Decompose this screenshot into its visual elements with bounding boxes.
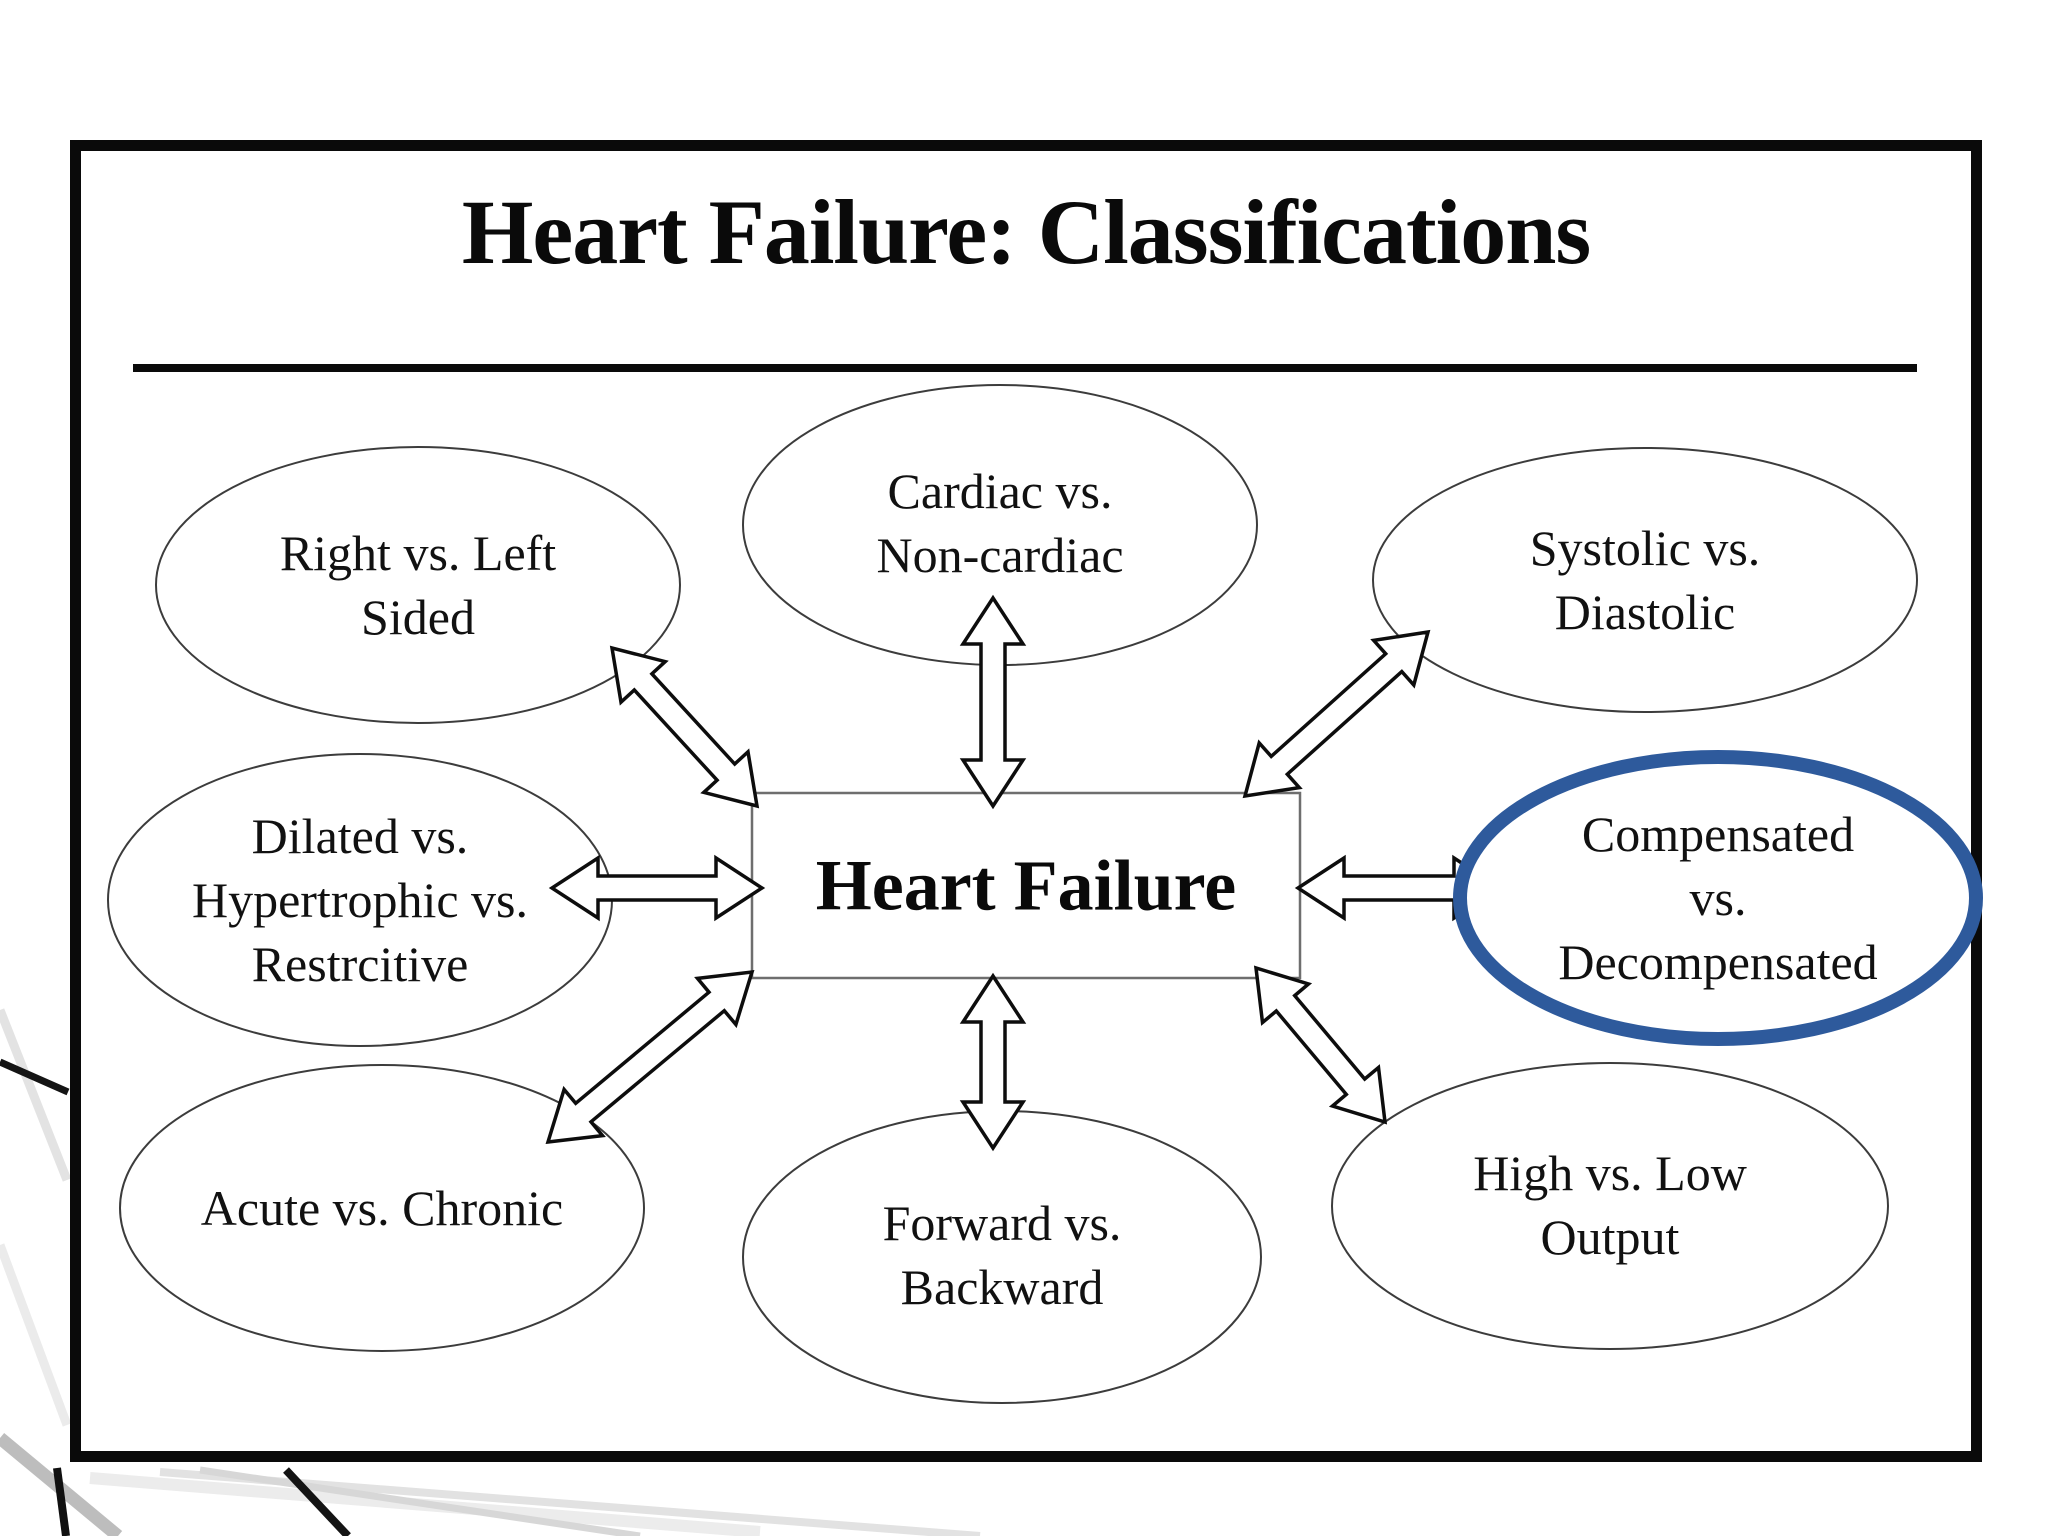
arrow-top-left <box>609 645 760 809</box>
background-dark-lines <box>0 1058 351 1536</box>
arrow-bottom-center <box>959 972 1027 1152</box>
label-right-vs-left-sided: Right vs. Left Sided <box>279 525 557 645</box>
ellipse-high-vs-low-output <box>1331 1062 1889 1350</box>
arrow-middle-left <box>548 854 766 922</box>
label-dilated-hypertrophic-restrictive: Dilated vs. Hypertrophic vs. Restrcitive <box>191 808 529 992</box>
ellipse-acute-vs-chronic <box>119 1064 645 1352</box>
label-compensated-vs-decompensated: Compensated vs. Decompensated <box>1558 806 1878 990</box>
ellipse-systolic-vs-diastolic <box>1372 447 1918 713</box>
slide-title: Heart Failure: Classifications <box>461 181 1591 283</box>
label-cardiac-vs-non-cardiac: Cardiac vs. Non-cardiac <box>876 463 1124 583</box>
arrow-bottom-left <box>545 969 755 1145</box>
highlight-circle-compensated <box>1453 750 1983 1046</box>
arrow-top-right <box>1242 629 1431 799</box>
label-forward-vs-backward: Forward vs. Backward <box>882 1195 1122 1315</box>
label-acute-vs-chronic: Acute vs. Chronic <box>200 1180 564 1236</box>
heart-failure-label: Heart Failure <box>815 845 1237 926</box>
label-systolic-vs-diastolic: Systolic vs. Diastolic <box>1529 520 1761 640</box>
arrow-bottom-right <box>1253 965 1388 1125</box>
arrow-top-center <box>959 594 1027 810</box>
label-high-vs-low-output: High vs. Low Output <box>1473 1145 1747 1265</box>
title-underline <box>133 364 1917 372</box>
ellipse-right-vs-left-sided <box>155 446 681 724</box>
